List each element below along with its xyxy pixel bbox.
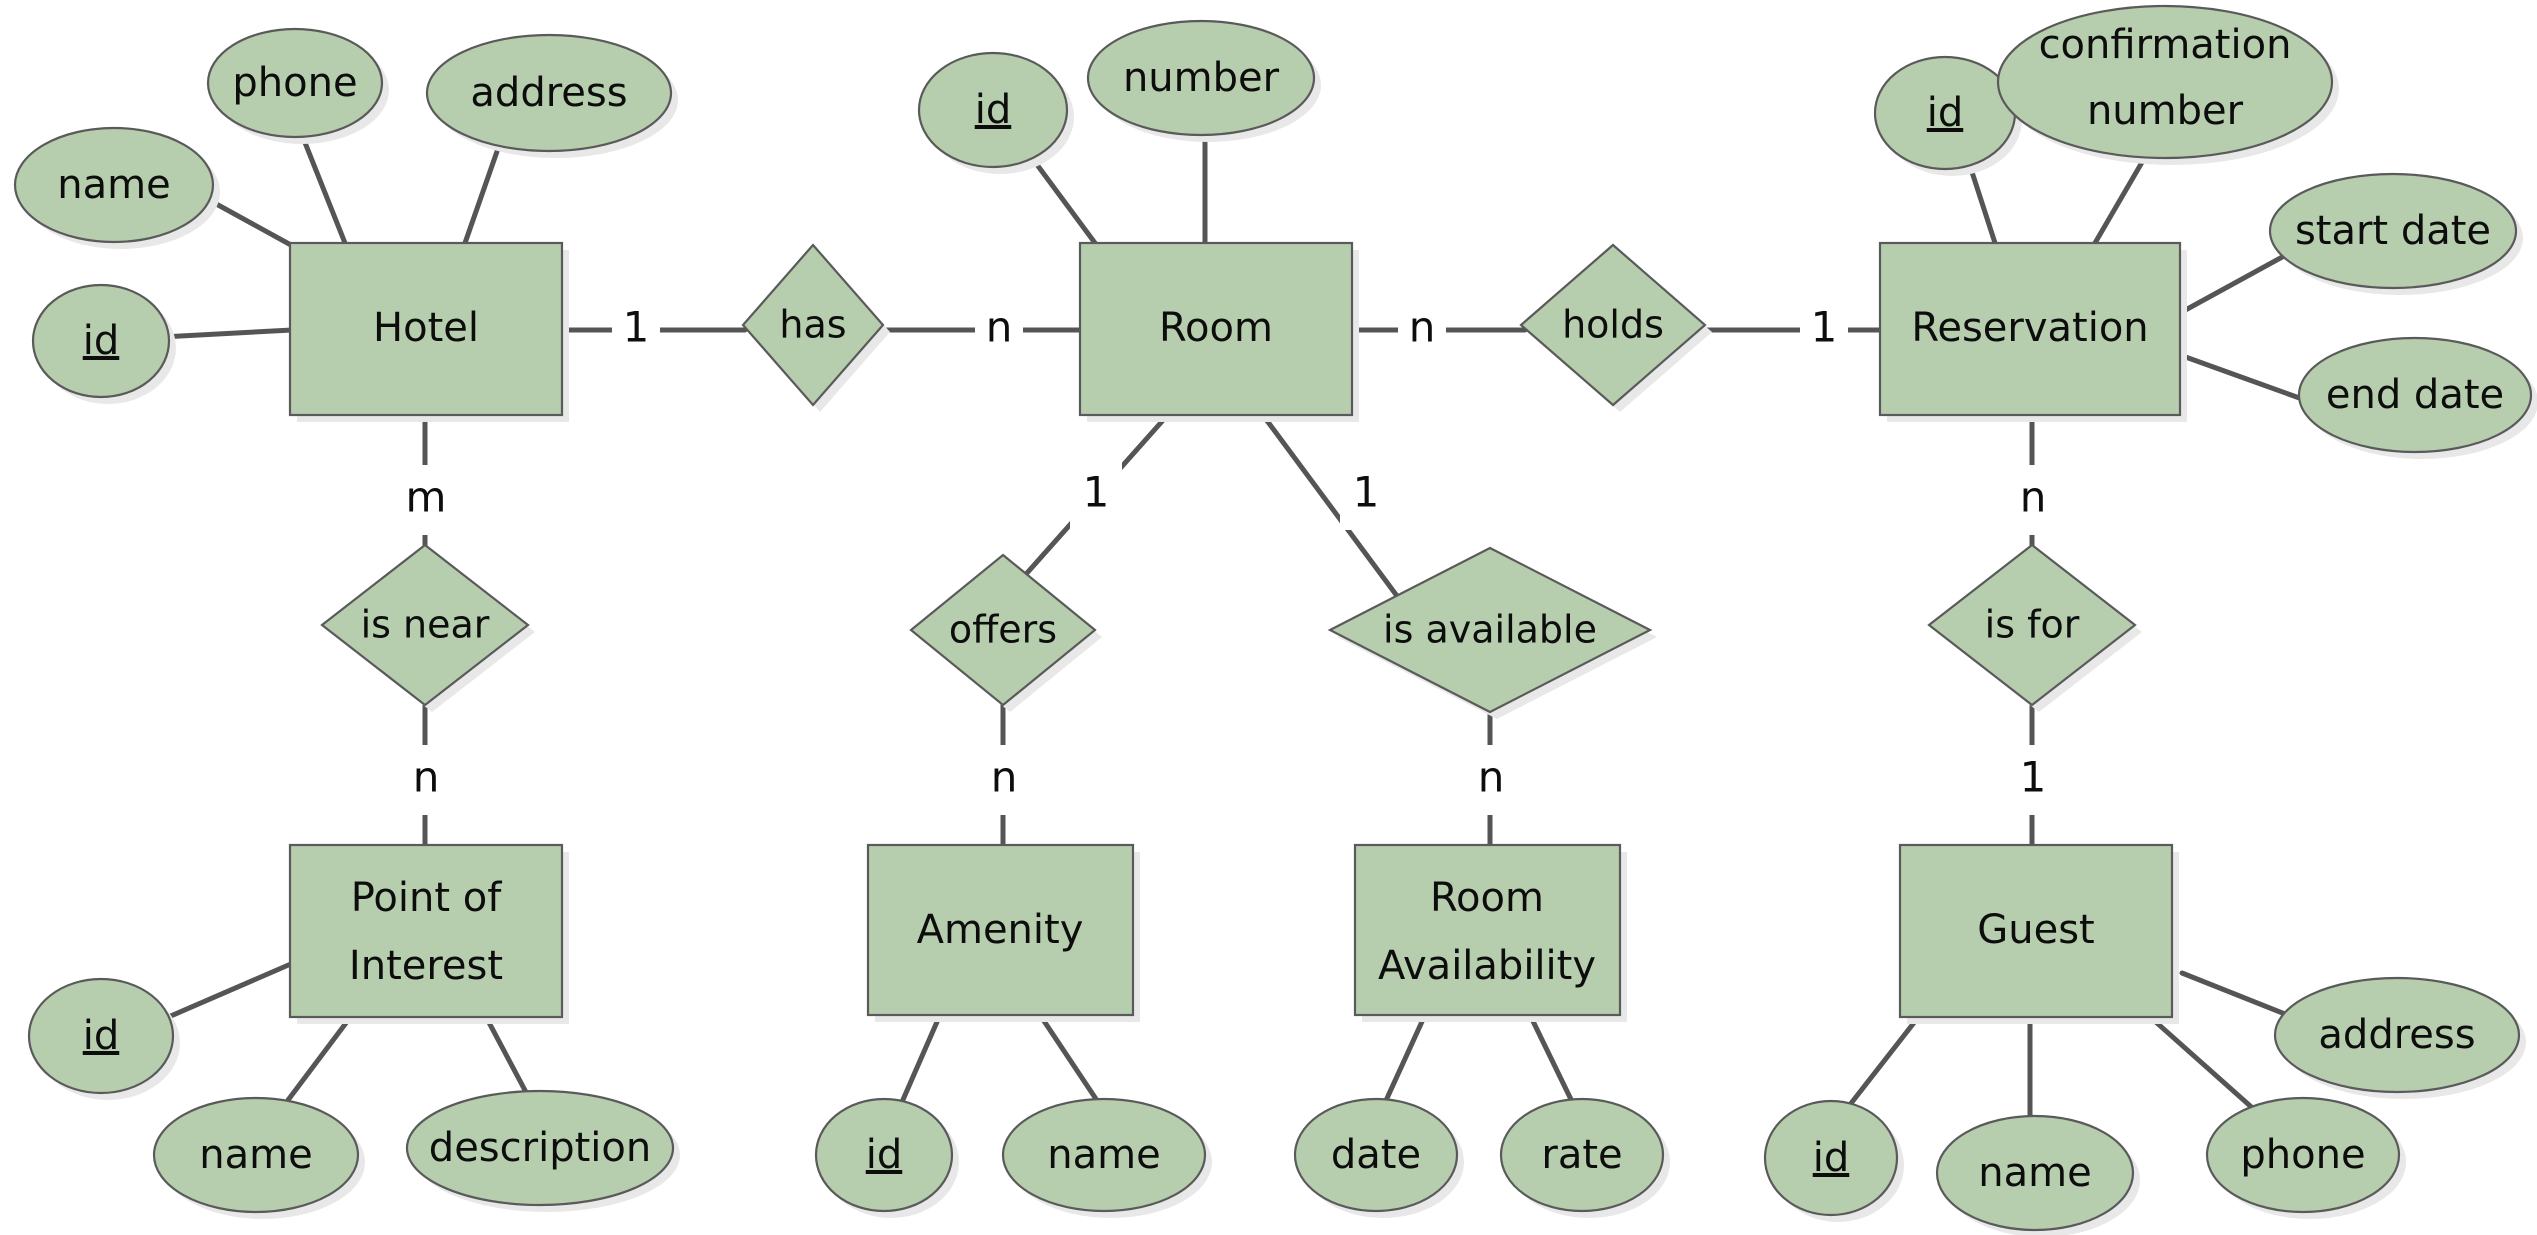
attribute-label: start date <box>2295 208 2491 254</box>
attribute-node-hotel-phone[interactable]: phone <box>206 27 389 144</box>
relationship-label: holds <box>1562 303 1664 347</box>
attribute-label-line1: confirmation <box>2039 22 2292 68</box>
attribute-label: id <box>866 1132 903 1178</box>
attribute-node-poi-id[interactable]: id <box>27 977 180 1100</box>
cardinality-is-for-guest: 1 <box>2020 753 2047 802</box>
cardinality-holds-reservation: 1 <box>1811 303 1838 352</box>
entity-node-amenity[interactable]: Amenity <box>866 843 1140 1022</box>
attribute-label-line2: number <box>2087 88 2244 134</box>
entity-node-reservation[interactable]: Reservation <box>1878 241 2187 422</box>
edge-reservation-end-date <box>2177 352 2308 403</box>
attribute-node-availability-date[interactable]: date <box>1293 1097 1464 1218</box>
cardinality-mask-layer <box>400 300 2059 815</box>
attribute-label: phone <box>2240 1132 2365 1178</box>
attribute-node-reservation-end-date[interactable]: end date <box>2297 336 2537 459</box>
entity-label: Guest <box>1977 907 2094 953</box>
entity-label-line2: Availability <box>1378 943 1596 989</box>
attribute-node-reservation-id[interactable]: id <box>1873 55 2022 176</box>
attribute-label: name <box>1978 1150 2091 1196</box>
attribute-label: date <box>1331 1132 1421 1178</box>
attribute-label: id <box>975 87 1012 133</box>
attribute-node-hotel-name[interactable]: name <box>13 126 220 249</box>
attribute-node-guest-phone[interactable]: phone <box>2205 1096 2406 1219</box>
attribute-node-room-number[interactable]: number <box>1086 19 1321 142</box>
attribute-node-guest-address[interactable]: address <box>2273 976 2526 1099</box>
attribute-label: id <box>83 318 120 364</box>
cardinality-reservation-is-for: n <box>2020 473 2047 522</box>
attribute-node-amenity-name[interactable]: name <box>1001 1097 1212 1218</box>
cardinality-offers-amenity: n <box>991 753 1018 802</box>
attribute-label: number <box>1123 55 1280 101</box>
relationship-node-is-for[interactable]: is for <box>1927 543 2142 712</box>
entity-node-hotel[interactable]: Hotel <box>288 241 569 422</box>
attribute-label: address <box>470 70 627 116</box>
relationship-node-has[interactable]: has <box>741 243 890 412</box>
attribute-label: id <box>1927 90 1964 136</box>
attribute-node-hotel-address[interactable]: address <box>425 33 678 158</box>
relationship-label: offers <box>949 608 1057 652</box>
entity-layer: Hotel Room Reservation Point of Interest… <box>288 241 2187 1024</box>
attribute-layer: name phone address id id <box>13 4 2537 1235</box>
attribute-node-guest-name[interactable]: name <box>1935 1114 2140 1235</box>
entity-label: Reservation <box>1911 305 2148 351</box>
attribute-node-availability-rate[interactable]: rate <box>1499 1097 1670 1218</box>
entity-node-guest[interactable]: Guest <box>1898 843 2179 1024</box>
cardinality-room-offers: 1 <box>1083 468 1110 517</box>
entity-label-line1: Point of <box>351 875 503 921</box>
attribute-node-reservation-start-date[interactable]: start date <box>2268 172 2523 295</box>
entity-node-point-of-interest[interactable]: Point of Interest <box>288 843 569 1024</box>
entity-label-line2: Interest <box>349 943 503 989</box>
attribute-label: phone <box>232 60 357 106</box>
cardinality-room-holds: n <box>1409 303 1436 352</box>
cardinality-has-room: n <box>986 303 1013 352</box>
relationship-node-offers[interactable]: offers <box>909 553 1102 712</box>
relationship-label: is available <box>1383 608 1597 652</box>
attribute-label: address <box>2318 1012 2475 1058</box>
entity-node-room[interactable]: Room <box>1078 241 1359 422</box>
relationship-label: is near <box>361 603 490 647</box>
attribute-node-poi-name[interactable]: name <box>152 1096 365 1219</box>
attribute-node-guest-id[interactable]: id <box>1763 1099 1904 1222</box>
attribute-label: name <box>57 162 170 208</box>
attribute-label: id <box>1813 1135 1850 1181</box>
attribute-label: name <box>199 1132 312 1178</box>
cardinality-hotel-is-near: m <box>406 473 447 522</box>
edge-reservation-start-date <box>2177 247 2298 316</box>
edge-room-is-available <box>1262 415 1403 603</box>
cardinality-room-is-available: 1 <box>1353 468 1380 517</box>
edge-guest-address <box>2179 970 2303 1023</box>
entity-label: Hotel <box>373 305 479 351</box>
edge-poi-id <box>147 957 303 1028</box>
cardinality-hotel-has: 1 <box>623 303 650 352</box>
entity-node-room-availability[interactable]: Room Availability <box>1353 843 1627 1022</box>
relationship-node-holds[interactable]: holds <box>1519 243 1712 412</box>
attribute-label: name <box>1047 1132 1160 1178</box>
attribute-label: id <box>83 1013 120 1059</box>
attribute-label: rate <box>1541 1132 1622 1178</box>
entity-label: Room <box>1159 305 1273 351</box>
relationship-layer: has holds is near offers is available <box>320 243 2142 719</box>
relationship-node-is-near[interactable]: is near <box>320 543 535 712</box>
relationship-label: is for <box>1985 603 2080 647</box>
cardinality-layer: 1 n n 1 m n 1 n 1 n n 1 <box>406 303 2047 802</box>
cardinality-is-near-poi: n <box>413 753 440 802</box>
edge-guest-id <box>1835 1012 1923 1123</box>
attribute-node-poi-description[interactable]: description <box>405 1089 680 1212</box>
relationship-node-is-available[interactable]: is available <box>1327 546 1657 719</box>
entity-label-line1: Room <box>1430 875 1544 921</box>
attribute-node-hotel-id[interactable]: id <box>31 283 176 404</box>
attribute-node-room-id[interactable]: id <box>917 51 1074 174</box>
cardinality-is-available-availability: n <box>1478 753 1505 802</box>
attribute-label: description <box>429 1125 651 1171</box>
entity-label: Amenity <box>917 907 1084 953</box>
attribute-node-reservation-confirmation[interactable]: confirmation number <box>1996 4 2339 165</box>
attribute-label: end date <box>2326 372 2504 418</box>
relationship-label: has <box>779 303 846 347</box>
attribute-node-amenity-id[interactable]: id <box>814 1097 959 1218</box>
